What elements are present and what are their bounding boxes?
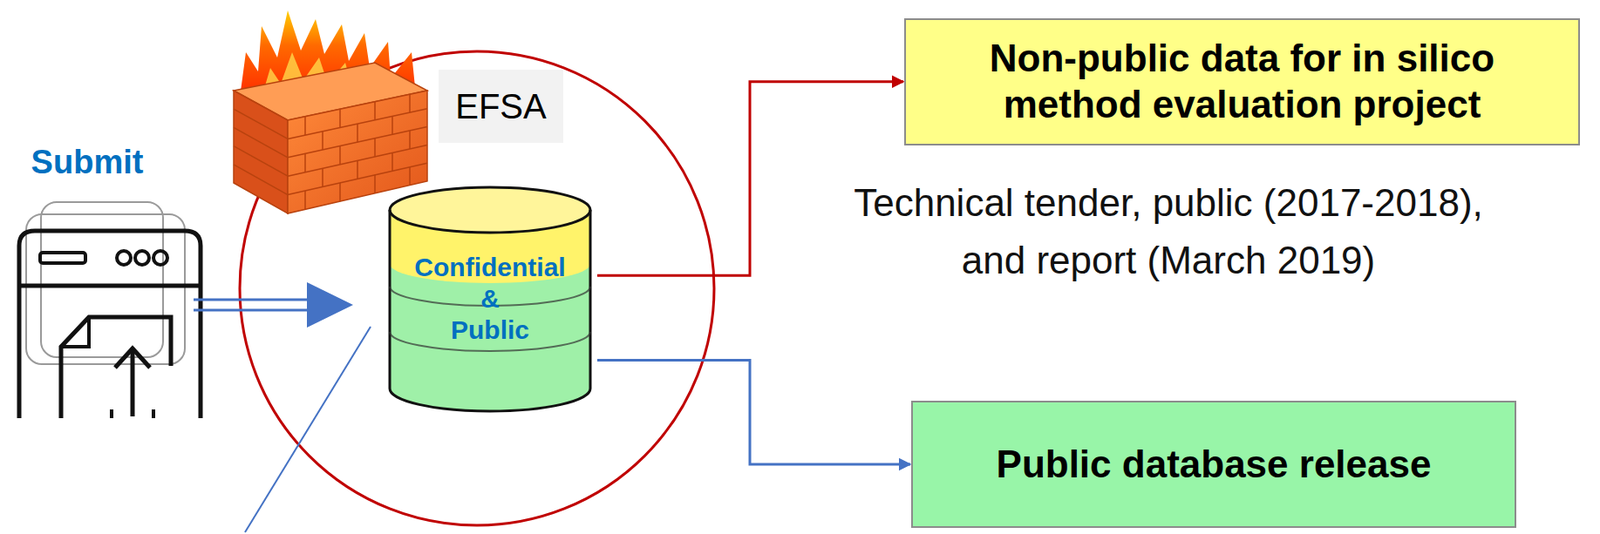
mortar-line [339, 183, 341, 202]
wall-side [233, 90, 288, 214]
mortar-line [408, 130, 411, 150]
submit-label: Submit [17, 137, 157, 188]
mortar-line [304, 153, 307, 172]
efsa-boundary-circle [239, 51, 715, 526]
mortar-line [374, 138, 376, 157]
note-text: Technical tender, public (2017-2018), an… [832, 174, 1505, 290]
mortar-line [233, 146, 288, 178]
form-dot [116, 251, 131, 266]
node-text: EFSA [455, 85, 546, 128]
leader-line [245, 326, 371, 533]
window-shadow [40, 202, 164, 358]
upload-arrow-head [115, 348, 150, 368]
mortar-line [233, 164, 288, 196]
wall-front [287, 90, 428, 214]
submit-form-divider [19, 284, 201, 289]
mortar-line [339, 146, 341, 165]
form-field-bar [40, 252, 86, 264]
node-text: Public database release [996, 442, 1432, 489]
document-fold [61, 317, 89, 348]
submit-arrow-line [193, 299, 314, 302]
mortar-line [374, 175, 376, 194]
mortar-line [391, 115, 394, 135]
form-dot [153, 251, 168, 266]
process-box: Non-public data for in silico method eva… [904, 18, 1580, 146]
submit-arrow-line [193, 309, 314, 313]
mortar-line [408, 94, 411, 113]
node-text: Confidential & Public [402, 251, 578, 347]
mortar-line [408, 167, 411, 186]
mortar-line [304, 116, 307, 136]
upload-arrow [130, 350, 136, 417]
window-shadow [26, 214, 185, 365]
document-outline [61, 317, 171, 419]
cylinder-top [389, 187, 591, 233]
output-box: Public database release [911, 401, 1517, 529]
database-cylinder: Confidential & Public [382, 183, 598, 414]
wall-mortar [233, 94, 428, 210]
mortar-line [321, 168, 324, 187]
mortar-line [339, 108, 341, 128]
node-text: Non-public data for in silico method eva… [963, 35, 1522, 129]
flow-arrow [597, 360, 911, 465]
submit-form-frame [19, 231, 201, 419]
cylinder-body [389, 210, 591, 412]
firewall-wall [233, 62, 428, 214]
flow-arrow [597, 81, 904, 276]
mortar-line [374, 102, 376, 121]
mortar-line [233, 127, 288, 157]
upload-tray [111, 409, 154, 419]
cylinder-outline [389, 210, 591, 412]
mortar-line [304, 190, 307, 210]
mortar-line [356, 160, 359, 179]
submit-arrow-head [306, 282, 354, 328]
efsa-box: EFSA [438, 69, 564, 143]
form-dot [135, 251, 150, 266]
mortar-line [356, 123, 359, 143]
mortar-line [321, 131, 324, 150]
mortar-line [233, 108, 288, 139]
mortar-line [391, 152, 394, 171]
